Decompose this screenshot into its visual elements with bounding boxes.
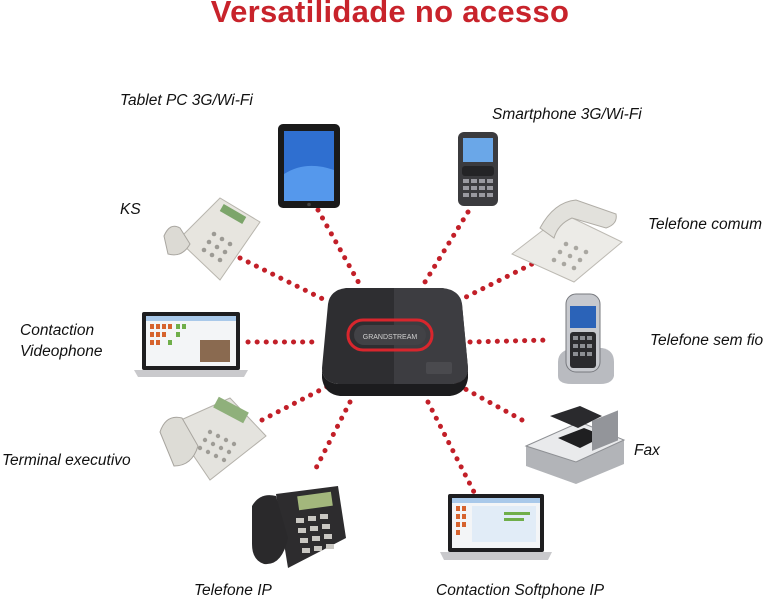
connector-smartphone: [422, 209, 471, 285]
label-line1: Contaction: [20, 322, 95, 339]
label-tablet: Tablet PC 3G/Wi-Fi: [120, 92, 253, 109]
label-telefone-comum: Telefone comum: [648, 216, 763, 233]
ip-phone-icon: [252, 486, 346, 568]
cordless-phone-icon: [558, 293, 614, 384]
smartphone-icon: [458, 132, 498, 206]
connector-sem-fio: [467, 337, 551, 345]
label-telefone-ip: Telefone IP: [194, 582, 272, 599]
connector-ks: [237, 255, 328, 303]
label-contaction-softphone: Contaction Softphone IP: [436, 582, 605, 599]
label-ks: KS: [120, 201, 141, 218]
hub-brand-label: GRANDSTREAM: [363, 334, 418, 341]
connector-terminal: [259, 382, 333, 423]
label-telefone-sem-fio: Telefone sem fio: [650, 332, 764, 349]
connector-fax: [455, 382, 525, 423]
label-line2: Videophone: [20, 343, 103, 360]
phone-icon: [511, 199, 623, 283]
page-title: Versatilidade no acesso: [210, 0, 570, 29]
label-fax: Fax: [634, 442, 660, 459]
connector-ip: [312, 399, 353, 473]
fax-icon: [524, 406, 626, 484]
laptop-icon: [134, 312, 248, 377]
desk-phone-icon: [163, 197, 261, 281]
tablet-icon: [278, 124, 340, 208]
connector-tablet: [315, 207, 363, 288]
label-contaction-videophone: Contaction Videophone: [20, 320, 102, 362]
executive-phone-icon: [159, 396, 267, 481]
label-smartphone: Smartphone 3G/Wi-Fi: [492, 106, 642, 123]
pbx-hub-icon: GRANDSTREAM: [322, 288, 468, 396]
laptop-icon: [440, 494, 552, 560]
label-terminal-executivo: Terminal executivo: [2, 452, 131, 469]
connector-softphone: [425, 399, 477, 495]
